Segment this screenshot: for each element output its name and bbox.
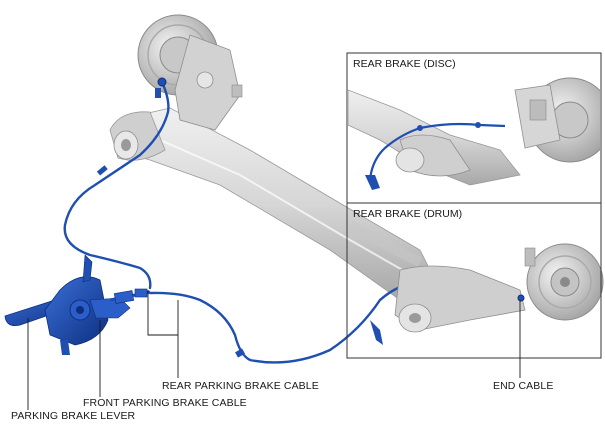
label-end-cable: END CABLE xyxy=(493,380,554,392)
label-parking-brake-lever: PARKING BRAKE LEVER xyxy=(11,410,136,422)
leader-rear-cable xyxy=(147,290,179,378)
top-drum-brake xyxy=(137,14,243,131)
leader-lines xyxy=(27,290,521,410)
label-rear-parking-brake-cable: REAR PARKING BRAKE CABLE xyxy=(162,380,319,392)
rear-cable-left-run xyxy=(63,80,170,290)
inset-title-disc: REAR BRAKE (DISC) xyxy=(353,58,456,70)
inset-frame xyxy=(346,52,602,359)
drum-brake-inset-art xyxy=(347,220,423,267)
rear-axle-beam xyxy=(109,107,441,301)
disc-brake-inset-art xyxy=(348,77,600,190)
parking-brake-lever-assembly xyxy=(4,254,151,355)
inset-title-drum: REAR BRAKE (DRUM) xyxy=(353,208,463,220)
label-front-parking-brake-cable: FRONT PARKING BRAKE CABLE xyxy=(83,397,247,409)
right-drum-brake xyxy=(370,243,604,345)
